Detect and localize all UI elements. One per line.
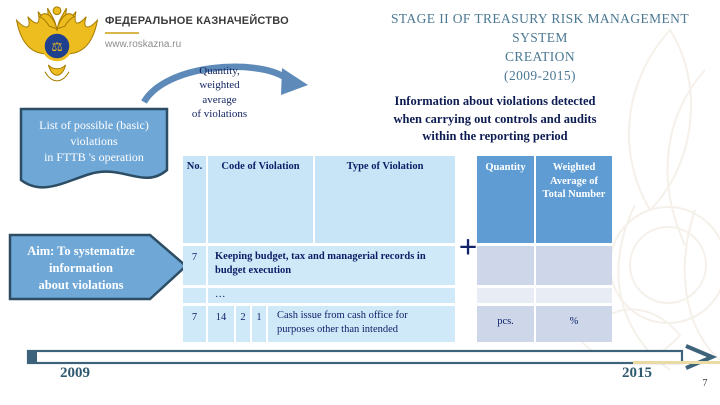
arrow-label: Quantity, weighted average of violations (191, 65, 248, 120)
timeline-year-start: 2009 (60, 365, 90, 381)
row3-code-part3: 1 (252, 306, 266, 342)
list-box-shape (19, 107, 169, 189)
list-box-text: List of possible (basic) violations in F… (39, 118, 149, 165)
timeline-arrow (26, 344, 718, 370)
plus-sign: + (458, 230, 478, 266)
row1-weighted (536, 246, 612, 285)
col-header-weighted-average: Weighted Average of Total Number (536, 156, 612, 243)
row3-quantity-unit: pcs. (477, 306, 534, 342)
col-header-quantity: Quantity (477, 156, 534, 243)
org-url: www.roskazna.ru (105, 39, 182, 50)
treasury-eagle-logo-icon: ⚖ (15, 6, 99, 82)
col-header-code: Code of Violation (208, 156, 313, 243)
row3-no: 7 (183, 306, 206, 342)
row2-description: … (208, 288, 455, 303)
logo-text-block: ФЕДЕРАЛЬНОЕ КАЗНАЧЕЙСТВО www.roskazna.ru (105, 15, 289, 50)
timeline-year-end: 2015 (622, 365, 652, 381)
gold-divider (105, 32, 139, 34)
page-number: 7 (702, 378, 708, 389)
curved-arrow (141, 63, 308, 104)
row1-no: 7 (183, 246, 206, 285)
slide-title-line3: (2009-2015) (504, 67, 576, 83)
aim-box-shape (8, 233, 188, 301)
slide-title-line2: CREATION (505, 48, 575, 64)
svg-text:⚖: ⚖ (51, 40, 63, 54)
info-heading: Information about violations detected wh… (393, 94, 597, 143)
col-header-type: Type of Violation (315, 156, 455, 243)
row3-weighted-unit: % (536, 306, 612, 342)
aim-box-text: Aim: To systematize information about vi… (27, 244, 135, 292)
slide-title-line1: STAGE II OF TREASURY RISK MANAGEMENT SYS… (391, 11, 689, 45)
slide-title: STAGE II OF TREASURY RISK MANAGEMENT SYS… (368, 10, 712, 86)
row2-quantity (477, 288, 534, 303)
row1-quantity (477, 246, 534, 285)
col-header-no: No. (183, 156, 206, 243)
row2-weighted (536, 288, 612, 303)
row1-description: Keeping budget, tax and managerial recor… (208, 246, 455, 285)
org-name: ФЕДЕРАЛЬНОЕ КАЗНАЧЕЙСТВО (105, 15, 289, 27)
row3-code-part2: 2 (236, 306, 250, 342)
row3-description: Cash issue from cash office for purposes… (268, 306, 455, 342)
row2-no (183, 288, 206, 303)
gold-accent-line (633, 361, 720, 364)
row3-code-part1: 14 (208, 306, 234, 342)
